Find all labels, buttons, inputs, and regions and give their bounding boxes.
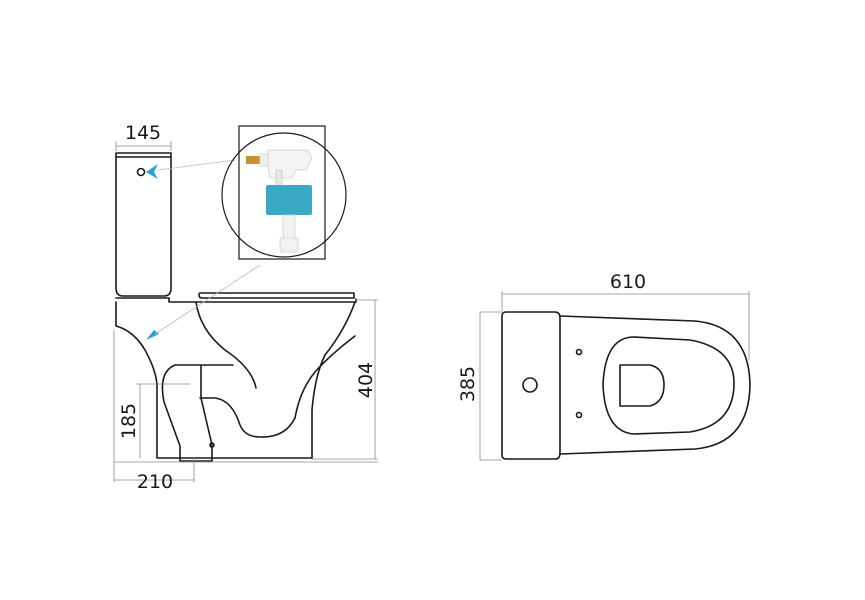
arrow-icon-2	[146, 330, 159, 340]
dimension-length: 610	[501, 271, 750, 360]
valve-inlet	[246, 156, 260, 164]
cistern-tank	[115, 152, 172, 297]
toilet-bowl	[195, 301, 356, 438]
detail-circle	[221, 132, 347, 258]
valve-base	[279, 237, 299, 253]
fill-valve-detail	[221, 125, 347, 260]
toilet-pedestal	[115, 301, 356, 459]
bowl-plan	[559, 315, 751, 455]
valve-stem	[282, 214, 296, 241]
dimension-tank-depth: 145	[115, 122, 172, 151]
dim-label-210: 210	[137, 471, 173, 493]
dim-label-145: 145	[125, 122, 161, 144]
dimension-outlet-distance: 210	[113, 330, 378, 493]
dim-label-185: 185	[118, 403, 140, 439]
toilet-base-top	[115, 297, 357, 303]
side-view: 145 404 185	[113, 122, 378, 493]
dimension-height: 404	[312, 299, 378, 460]
fixing-hole	[209, 442, 215, 448]
toilet-seat	[198, 292, 355, 299]
dimension-outlet-height: 185	[118, 383, 190, 458]
flush-button	[136, 167, 146, 177]
dim-label-404: 404	[355, 362, 377, 398]
tank-plan	[501, 311, 561, 460]
seat-hinge-hole-2	[575, 411, 583, 419]
water-area-plan	[619, 364, 665, 407]
outlet-trap	[161, 364, 234, 462]
flush-button-plan	[522, 377, 538, 393]
seat-rim-plan	[602, 336, 735, 435]
dimension-width: 385	[457, 311, 502, 461]
top-view: 610 385	[457, 271, 751, 461]
valve-float	[266, 185, 312, 215]
arrow-icon	[146, 164, 158, 179]
dim-label-610: 610	[610, 271, 646, 293]
dim-label-385: 385	[457, 366, 479, 402]
seat-hinge-hole	[575, 348, 583, 356]
